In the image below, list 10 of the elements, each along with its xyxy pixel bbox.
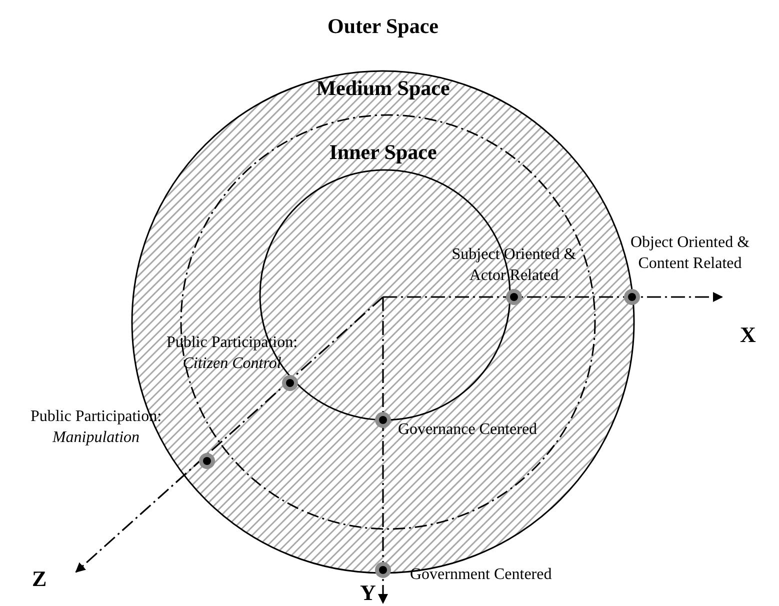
point-label: Governance Centered xyxy=(398,420,538,440)
region-title: Inner Space xyxy=(329,140,437,165)
point-label: Government Centered xyxy=(410,565,553,585)
axis-label: Z xyxy=(32,566,47,592)
point-label: Subject Oriented & Actor Related xyxy=(450,245,578,286)
outer-space-label: Outer Space xyxy=(327,14,439,39)
region-title: Medium Space xyxy=(316,76,450,101)
point-label: Object Oriented & Content Related xyxy=(629,233,751,274)
axis-label: X xyxy=(740,322,756,348)
axis-label: Y xyxy=(360,580,376,606)
